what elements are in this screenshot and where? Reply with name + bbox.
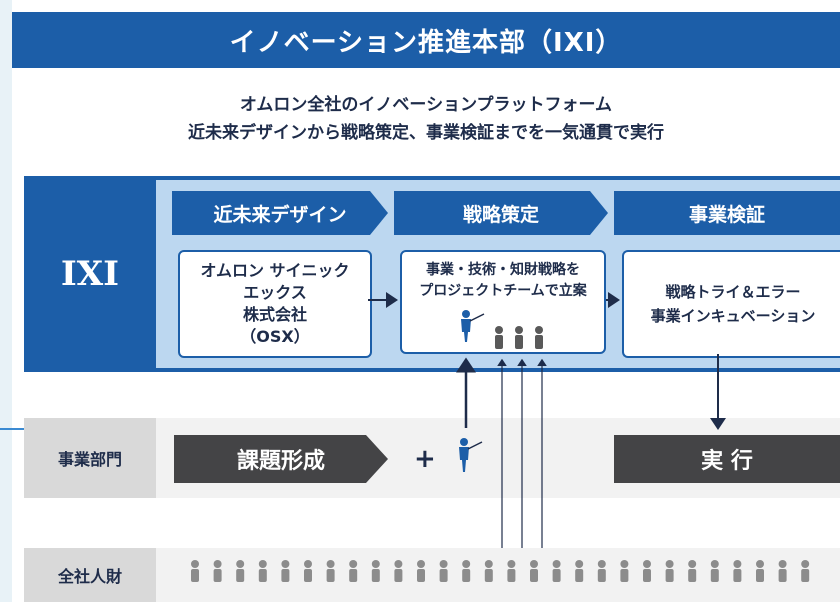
title-bar: イノベーション推進本部（IXI）: [12, 12, 840, 68]
talent-row: [24, 548, 840, 602]
person-icon: [665, 560, 674, 582]
person-icon: [462, 560, 471, 582]
person-icon: [258, 560, 267, 582]
person-icon: [801, 560, 810, 582]
person-icon: [394, 560, 403, 582]
person-icon: [439, 560, 448, 582]
person-icon: [213, 560, 222, 582]
person-icon: [575, 560, 584, 582]
person-icon: [326, 560, 335, 582]
task-formation-arrow: 課題形成: [174, 435, 388, 483]
person-icon: [643, 560, 651, 582]
side-divider: [0, 428, 24, 430]
trial-line-2: 事業インキュベーション: [650, 307, 816, 325]
person-icon: [304, 560, 312, 582]
osx-line-1: オムロン サイニック: [200, 261, 350, 280]
person-icon: [620, 560, 629, 582]
osx-line-3: 株式会社: [242, 305, 307, 324]
person-icon: [371, 560, 380, 582]
osx-line-2: エックス: [243, 283, 307, 302]
person-icon: [688, 560, 697, 582]
subtitle-line-2: 近未来デザインから戦略策定、事業検証までを一気通貫で実行: [188, 123, 664, 143]
person-icon: [507, 560, 516, 582]
person-icon: [484, 560, 493, 582]
person-icon: [236, 560, 245, 582]
person-icon: [191, 560, 199, 582]
person-icon: [552, 560, 561, 582]
phase-future-design: 近未来デザイン: [172, 191, 388, 235]
osx-box: オムロン サイニック エックス 株式会社 （OSX）: [178, 250, 372, 358]
plus-sign: +: [414, 444, 436, 474]
person-icon: [710, 560, 719, 582]
business-presenter-icon: [459, 438, 483, 472]
person-icon: [778, 560, 787, 582]
page-title: イノベーション推進本部（IXI）: [229, 27, 623, 58]
phase-strategy: 戦略策定: [394, 191, 608, 235]
strategy-line-2: プロジェクトチームで立案: [419, 283, 587, 299]
ixi-label: IXI: [60, 254, 120, 294]
person-icon: [417, 560, 425, 582]
subtitle-line-1: オムロン全社のイノベーションプラットフォーム: [239, 95, 613, 115]
person-icon: [349, 560, 358, 582]
trial-line-1: 戦略トライ＆エラー: [665, 283, 801, 301]
person-icon: [597, 560, 606, 582]
strategy-line-1: 事業・技術・知財戦略を: [426, 262, 580, 278]
person-icon: [733, 560, 742, 582]
person-icon: [756, 560, 764, 582]
team-members-icon: [495, 326, 543, 349]
talent-people-icons: [191, 560, 810, 582]
trial-box: 戦略トライ＆エラー 事業インキュベーション: [622, 250, 840, 358]
business-row-label: 事業部門: [24, 418, 156, 498]
person-icon: [281, 560, 290, 582]
phase-validation: 事業検証: [614, 191, 840, 235]
execute-arrow: 実 行: [614, 435, 840, 483]
talent-row-label: 全社人財: [24, 548, 156, 602]
osx-line-4: （OSX）: [240, 327, 310, 346]
strategy-box: 事業・技術・知財戦略を プロジェクトチームで立案: [400, 250, 606, 354]
person-icon: [530, 560, 538, 582]
presenter-icon: [461, 310, 485, 342]
